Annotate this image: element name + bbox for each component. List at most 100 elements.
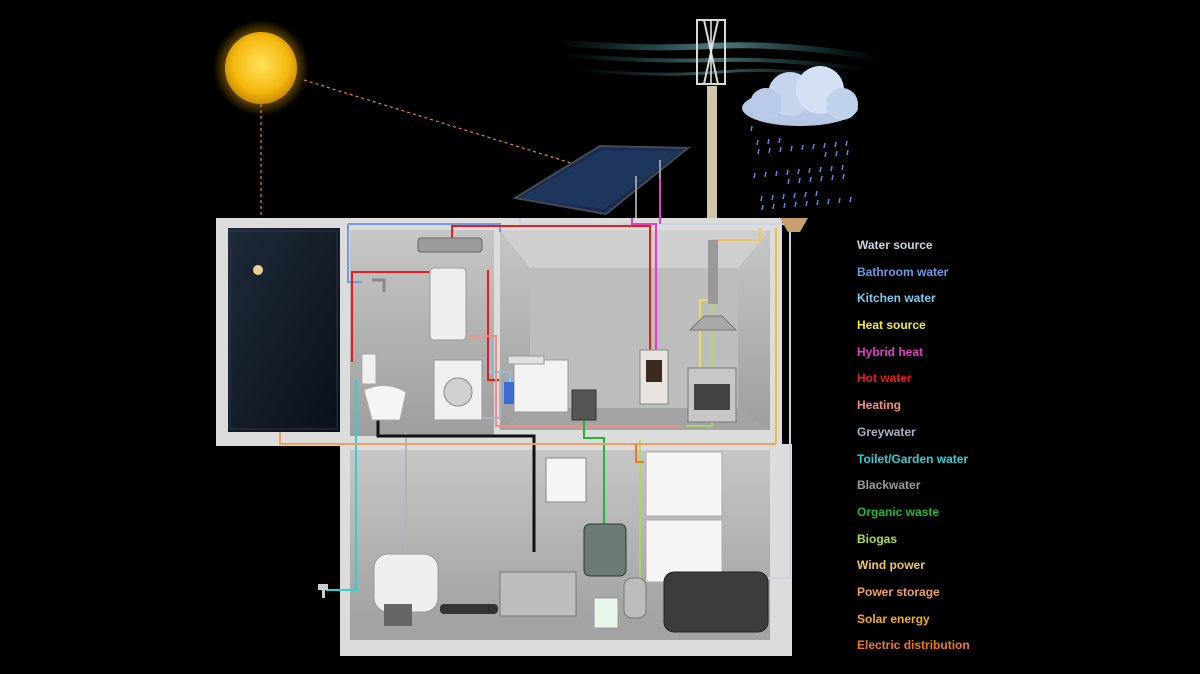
rain-drop	[805, 200, 808, 207]
rain-drop	[757, 148, 760, 155]
rain-drop	[830, 165, 833, 172]
flow-lines	[279, 178, 791, 591]
legend-item: Blackwater	[857, 478, 921, 493]
rain-cloud-icon	[742, 66, 858, 126]
rain-drop	[794, 201, 797, 208]
legend-item: Heat source	[857, 318, 926, 333]
rain-drop	[835, 150, 838, 157]
rain-drop	[824, 151, 827, 158]
rain-drop	[798, 177, 801, 184]
rain-drops	[750, 125, 852, 211]
toilet-icon	[361, 353, 407, 421]
heat-exchanger	[417, 237, 483, 253]
grease-trap-icon	[499, 571, 577, 617]
flow-organic-waste	[583, 418, 605, 524]
legend-item: Greywater	[857, 424, 916, 439]
rain-drop	[783, 202, 786, 209]
bucket-icon	[593, 597, 619, 629]
pipe-pump-icon	[440, 604, 498, 614]
rain-drop	[849, 196, 852, 203]
flow-power-storage	[279, 432, 776, 445]
rain-drop	[771, 194, 774, 201]
legend: Water source Bathroom water Kitchen wate…	[857, 236, 1057, 663]
legend-item: Wind power	[857, 558, 925, 573]
rain-drop	[816, 199, 819, 206]
rain-drop	[841, 164, 844, 171]
electrical-panel-icon	[545, 457, 587, 503]
flow-blackwater	[376, 420, 536, 552]
rain-drop	[834, 141, 837, 148]
rain-drop	[819, 166, 822, 173]
rain-drop	[764, 171, 767, 178]
legend-item: Hot water	[857, 371, 912, 386]
rain-drop	[760, 195, 763, 202]
legend-item: Kitchen water	[857, 291, 936, 306]
appliances	[318, 218, 808, 633]
flow-bathroom-water	[347, 224, 362, 283]
rain-drop	[761, 204, 764, 211]
legend-item: Power storage	[857, 584, 940, 599]
rain-drop	[782, 193, 785, 200]
sun-icon	[213, 20, 309, 116]
legend-item: Biogas	[857, 531, 898, 546]
septic-tank-icon	[373, 553, 439, 626]
rain-drop	[820, 175, 823, 182]
sun-to-rooftop-panel-ray	[303, 79, 601, 173]
rain-drop	[793, 192, 796, 199]
rain-drop	[827, 198, 830, 205]
rain-drop	[768, 147, 771, 154]
legend-item: Heating	[857, 398, 902, 413]
rain-drop	[778, 137, 781, 144]
water-filter-icon	[504, 382, 514, 404]
rain-drop	[842, 173, 845, 180]
stove-oven-icon	[687, 367, 737, 423]
rain-drop	[809, 176, 812, 183]
rain-drop	[779, 146, 782, 153]
flow-greywater	[482, 371, 512, 419]
flow-hot-water	[451, 225, 651, 350]
legend-item: Water source	[857, 238, 933, 252]
rain-drop	[808, 167, 811, 174]
rain-drop	[845, 140, 848, 147]
rain-drop	[838, 197, 841, 204]
rain-drop	[804, 191, 807, 198]
range-hood-icon	[688, 240, 738, 331]
solar-panel-icon	[512, 144, 691, 222]
flow-hybrid-heat	[631, 218, 657, 350]
rain-drop	[750, 125, 753, 132]
biodigester-icon	[583, 523, 627, 577]
rain-drop	[786, 169, 789, 176]
rain-drop	[831, 174, 834, 181]
flow-biogas-2	[686, 244, 713, 427]
rain-drop	[767, 138, 770, 145]
legend-item: Solar energy	[857, 611, 930, 626]
legend-item: Toilet/Garden water	[857, 451, 969, 466]
garden-tap-icon	[318, 584, 328, 598]
flow-toilet-garden	[326, 380, 357, 591]
rain-drop	[756, 139, 759, 146]
legend-item: Bathroom water	[857, 264, 949, 279]
water-tank-icon	[663, 571, 769, 633]
rain-drop	[787, 178, 790, 185]
rain-drop	[772, 203, 775, 210]
legend-item: Electric distribution	[857, 638, 970, 653]
rain-drop	[775, 170, 778, 177]
rain-drop	[801, 144, 804, 151]
rain-drop	[823, 142, 826, 149]
legend-item: Hybrid heat	[857, 344, 924, 359]
rain-drop	[753, 172, 756, 179]
washing-machine-icon	[433, 359, 483, 421]
rain-drop	[846, 149, 849, 156]
compost-bin-icon	[571, 389, 597, 421]
rain-gutter-icon	[780, 218, 808, 232]
flow-heating	[470, 335, 680, 427]
water-heater	[429, 267, 467, 341]
shower-head-icon	[372, 278, 386, 292]
gas-cylinder-icon	[623, 577, 647, 619]
sink-icon	[507, 355, 569, 413]
rain-drop	[815, 190, 818, 197]
rain-drop	[790, 145, 793, 152]
flow-bathroom-water-2	[348, 223, 501, 232]
rain-drop	[812, 143, 815, 150]
